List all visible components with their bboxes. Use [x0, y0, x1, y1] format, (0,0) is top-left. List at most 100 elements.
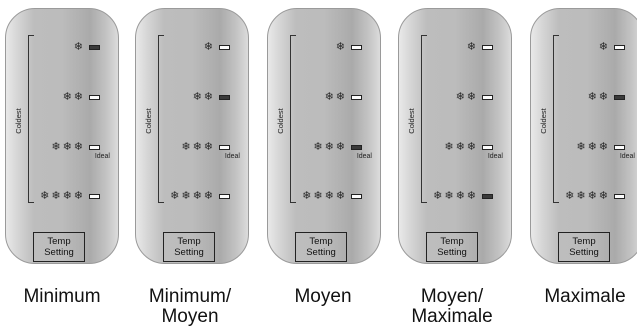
level-row: ❄❄: [456, 91, 493, 103]
level-bracket: [553, 35, 559, 203]
caption-line: Minimum/: [148, 286, 232, 307]
level-indicator: [89, 144, 100, 150]
snowflake-icon: ❄: [192, 189, 202, 202]
level-row: ❄❄❄: [313, 141, 362, 153]
setting-label: Setting: [44, 247, 74, 258]
setting-label: Setting: [174, 247, 204, 258]
ideal-label: Ideal: [356, 153, 372, 160]
snowflake-icon: ❄: [51, 189, 61, 202]
snowflake-icon: ❄: [444, 189, 454, 202]
level-row: ❄❄❄❄: [40, 190, 100, 202]
level-row: ❄❄❄❄: [433, 190, 493, 202]
level-bracket: [158, 35, 164, 203]
snowflake-icon: ❄: [587, 90, 597, 103]
snowflake-icon: ❄: [170, 189, 180, 202]
level-row: ❄❄❄: [576, 141, 625, 153]
snowflake-icon: ❄: [324, 189, 334, 202]
level-row: ❄❄: [193, 91, 230, 103]
level-row: ❄❄❄: [181, 141, 230, 153]
coldest-label: Coldest: [539, 108, 548, 134]
level-indicator: [219, 44, 230, 50]
snowflake-icon: ❄: [181, 189, 191, 202]
caption-line: Maximale: [411, 306, 493, 327]
panel-caption: Minimum/Moyen: [128, 287, 252, 327]
level-indicator: [482, 144, 493, 150]
level-row: ❄: [204, 41, 230, 53]
snowflake-icon: ❄: [466, 189, 476, 202]
snowflake-icon: ❄: [587, 189, 597, 202]
temp-label: Temp: [572, 236, 596, 247]
coldest-label: Coldest: [144, 108, 153, 134]
coldest-label: Coldest: [14, 108, 23, 134]
level-row: ❄❄❄❄: [170, 190, 230, 202]
snowflake-icon: ❄: [455, 90, 465, 103]
level-indicator: [614, 144, 625, 150]
caption-line: Minimum: [23, 286, 101, 307]
level-row: ❄❄: [63, 91, 100, 103]
level-bracket: [421, 35, 427, 203]
panel-caption: Moyen/Maximale: [390, 287, 514, 327]
ideal-label: Ideal: [224, 153, 240, 160]
level-indicator: [89, 44, 100, 50]
snowflake-icon: ❄: [73, 90, 83, 103]
snowflake-icon: ❄: [62, 189, 72, 202]
snowflake-icon: ❄: [203, 90, 213, 103]
snowflake-icon: ❄: [203, 40, 213, 53]
level-indicator: [219, 193, 230, 199]
snowflake-icon: ❄: [335, 140, 345, 153]
snowflake-icon: ❄: [324, 140, 334, 153]
snowflake-icon: ❄: [313, 140, 323, 153]
level-bracket: [28, 35, 34, 203]
ideal-label: Ideal: [487, 153, 503, 160]
level-row: ❄: [74, 41, 100, 53]
level-row: ❄❄❄❄: [302, 190, 362, 202]
level-indicator: [482, 44, 493, 50]
setting-label: Setting: [569, 247, 599, 258]
level-row: ❄: [467, 41, 493, 53]
snowflake-icon: ❄: [598, 40, 608, 53]
level-indicator: [219, 144, 230, 150]
caption-line: Moyen/: [420, 286, 484, 307]
level-row: ❄❄❄: [51, 141, 100, 153]
panel-caption: Maximale: [523, 287, 637, 307]
snowflake-icon: ❄: [565, 189, 575, 202]
snowflake-icon: ❄: [192, 140, 202, 153]
snowflake-icon: ❄: [455, 140, 465, 153]
snowflake-icon: ❄: [62, 140, 72, 153]
snowflake-icon: ❄: [203, 140, 213, 153]
temp-label: Temp: [47, 236, 71, 247]
snowflake-icon: ❄: [466, 90, 476, 103]
snowflake-icon: ❄: [73, 189, 83, 202]
level-indicator: [614, 94, 625, 100]
snowflake-icon: ❄: [576, 140, 586, 153]
snowflake-icon: ❄: [433, 189, 443, 202]
ideal-label: Ideal: [94, 153, 110, 160]
snowflake-icon: ❄: [466, 40, 476, 53]
snowflake-icon: ❄: [51, 140, 61, 153]
snowflake-icon: ❄: [302, 189, 312, 202]
snowflake-icon: ❄: [466, 140, 476, 153]
snowflake-icon: ❄: [73, 140, 83, 153]
setting-label: Setting: [437, 247, 467, 258]
caption-line: Moyen: [161, 306, 219, 327]
snowflake-icon: ❄: [576, 189, 586, 202]
snowflake-icon: ❄: [335, 40, 345, 53]
level-indicator: [482, 193, 493, 199]
level-row: ❄❄: [325, 91, 362, 103]
level-indicator: [89, 193, 100, 199]
caption-line: Maximale: [544, 286, 626, 307]
level-row: ❄❄❄❄: [565, 190, 625, 202]
snowflake-icon: ❄: [313, 189, 323, 202]
snowflake-icon: ❄: [598, 90, 608, 103]
level-indicator: [219, 94, 230, 100]
